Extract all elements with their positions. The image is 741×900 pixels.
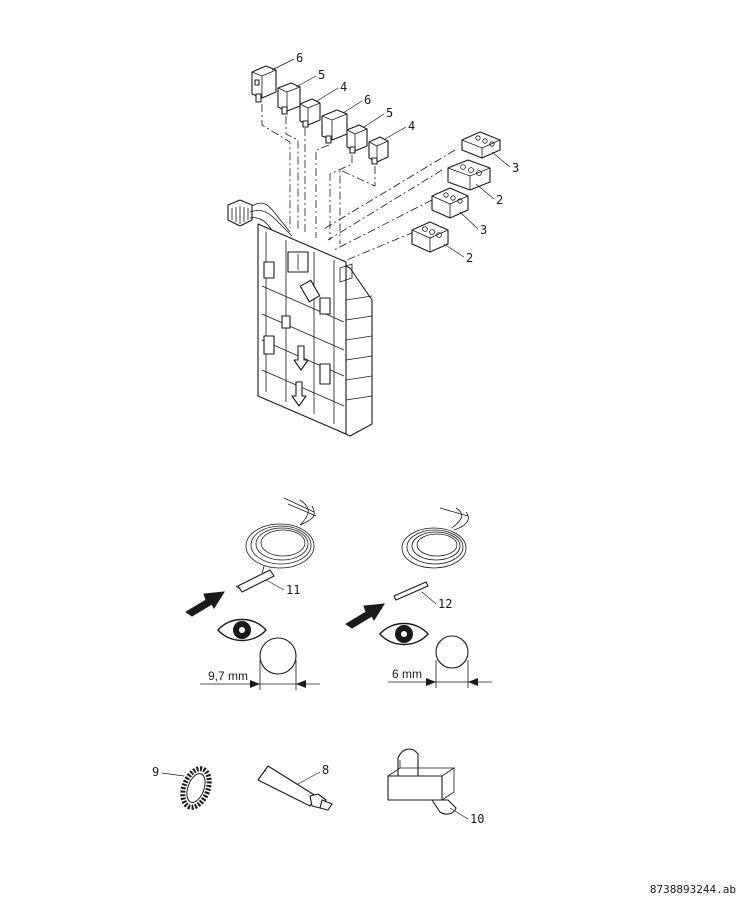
connector-6-top: [251, 65, 277, 103]
cross-section-left: [200, 637, 320, 690]
paste-tube: [257, 765, 333, 811]
connector-4-top: [299, 98, 321, 128]
callout-11: 11: [286, 583, 300, 597]
cable-clip-ring: [180, 766, 212, 810]
eye-icon-left: [217, 618, 267, 642]
sensor-12-cable: [393, 507, 469, 601]
control-module-housing: [227, 199, 373, 437]
callout-6-top: 6: [296, 51, 303, 65]
terminal-block-2-bottom: [411, 221, 449, 253]
sensor-11-cable: [235, 497, 317, 593]
callout-4-top: 4: [340, 80, 347, 94]
terminal-block-3-top: [461, 131, 501, 159]
connector-5-mid: [346, 124, 368, 154]
callout-4-mid: 4: [408, 119, 415, 133]
connector-6-mid: [321, 109, 348, 144]
callout-2-bottom: 2: [466, 251, 473, 265]
routing-lines: [261, 104, 456, 263]
dimension-left: 9,7 mm: [208, 669, 248, 683]
thermal-tape: [387, 748, 457, 815]
callout-6-mid: 6: [364, 93, 371, 107]
terminal-block-3-bottom: [431, 187, 469, 219]
callout-5-top: 5: [318, 68, 325, 82]
push-arrow-icon-left: [185, 591, 225, 617]
document-code: 8738893244.ab: [650, 883, 736, 896]
callout-8: 8: [322, 763, 329, 777]
callout-2-top: 2: [496, 193, 503, 207]
callout-3-top: 3: [512, 161, 519, 175]
connector-4-mid: [368, 136, 389, 165]
callout-10: 10: [470, 812, 484, 826]
cross-section-right: [388, 635, 492, 688]
connector-5-top: [277, 82, 301, 115]
eye-icon-right: [379, 622, 429, 646]
callout-12: 12: [438, 597, 452, 611]
callout-9: 9: [152, 765, 159, 779]
callout-3-bottom: 3: [480, 223, 487, 237]
callout-5-mid: 5: [386, 106, 393, 120]
dimension-right: 6 mm: [392, 667, 422, 681]
push-arrow-icon-right: [345, 603, 385, 629]
terminal-block-2-top: [447, 159, 491, 191]
